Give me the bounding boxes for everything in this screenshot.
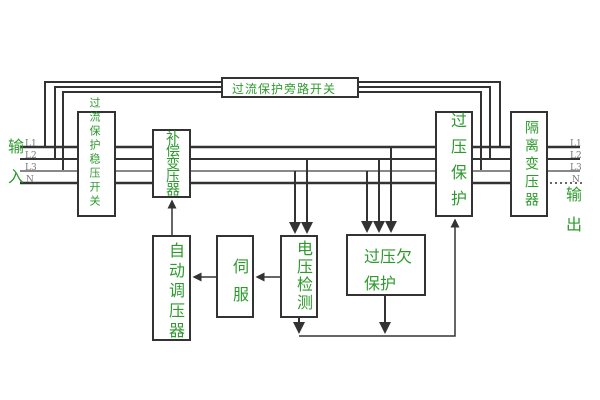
- terminal-out-n: N: [572, 175, 580, 185]
- terminal-in-l3: L3: [25, 163, 37, 173]
- overcurrent-switch-label: 过流保护稳压开关: [88, 97, 101, 209]
- overcurrent-switch-box: [77, 111, 116, 217]
- auto-regulator-label: 自动调压器: [166, 242, 185, 342]
- output-label: 输出: [563, 186, 582, 246]
- wire-protection-return: [299, 218, 460, 337]
- isolation-transformer-label: 隔离变压器: [523, 120, 539, 210]
- servo-box: [216, 235, 254, 318]
- servo-label: 伺服: [230, 258, 249, 314]
- voltage-detection-box: [280, 235, 318, 318]
- isolation-transformer-box: [510, 111, 548, 217]
- bypass-wire-2: [54, 86, 222, 160]
- terminal-out-l2: L2: [570, 151, 582, 161]
- over-under-voltage-box: [346, 234, 426, 296]
- bypass-wire-1-right: [358, 81, 501, 148]
- bypass-wire-3: [62, 91, 222, 172]
- bypass-wire-3-right: [358, 91, 482, 172]
- compensation-transformer-label: 补偿变压器: [164, 130, 180, 195]
- terminal-in-l2: L2: [25, 151, 37, 161]
- over-under-voltage-label-1: 过压欠: [364, 247, 413, 266]
- bypass-switch-label: 过流保护旁路开关: [232, 82, 337, 96]
- voltage-detection-label: 电压检测: [294, 240, 313, 312]
- bypass-wire-2-right: [358, 86, 491, 160]
- terminal-out-l3: L3: [570, 163, 582, 173]
- auto-regulator-box: [152, 235, 191, 341]
- over-under-voltage-label-2: 保护: [364, 274, 397, 293]
- overvoltage-protection-box: [435, 111, 473, 217]
- input-label: 输入: [5, 138, 24, 198]
- terminal-in-n: N: [26, 175, 34, 185]
- bypass-wire-1: [44, 81, 222, 148]
- terminal-out-l1: L1: [570, 139, 582, 149]
- bypass-switch-box: [221, 77, 359, 98]
- terminal-in-l1: L1: [25, 139, 37, 149]
- overvoltage-protection-label: 过压保护: [448, 112, 467, 216]
- compensation-transformer-box: [152, 129, 191, 198]
